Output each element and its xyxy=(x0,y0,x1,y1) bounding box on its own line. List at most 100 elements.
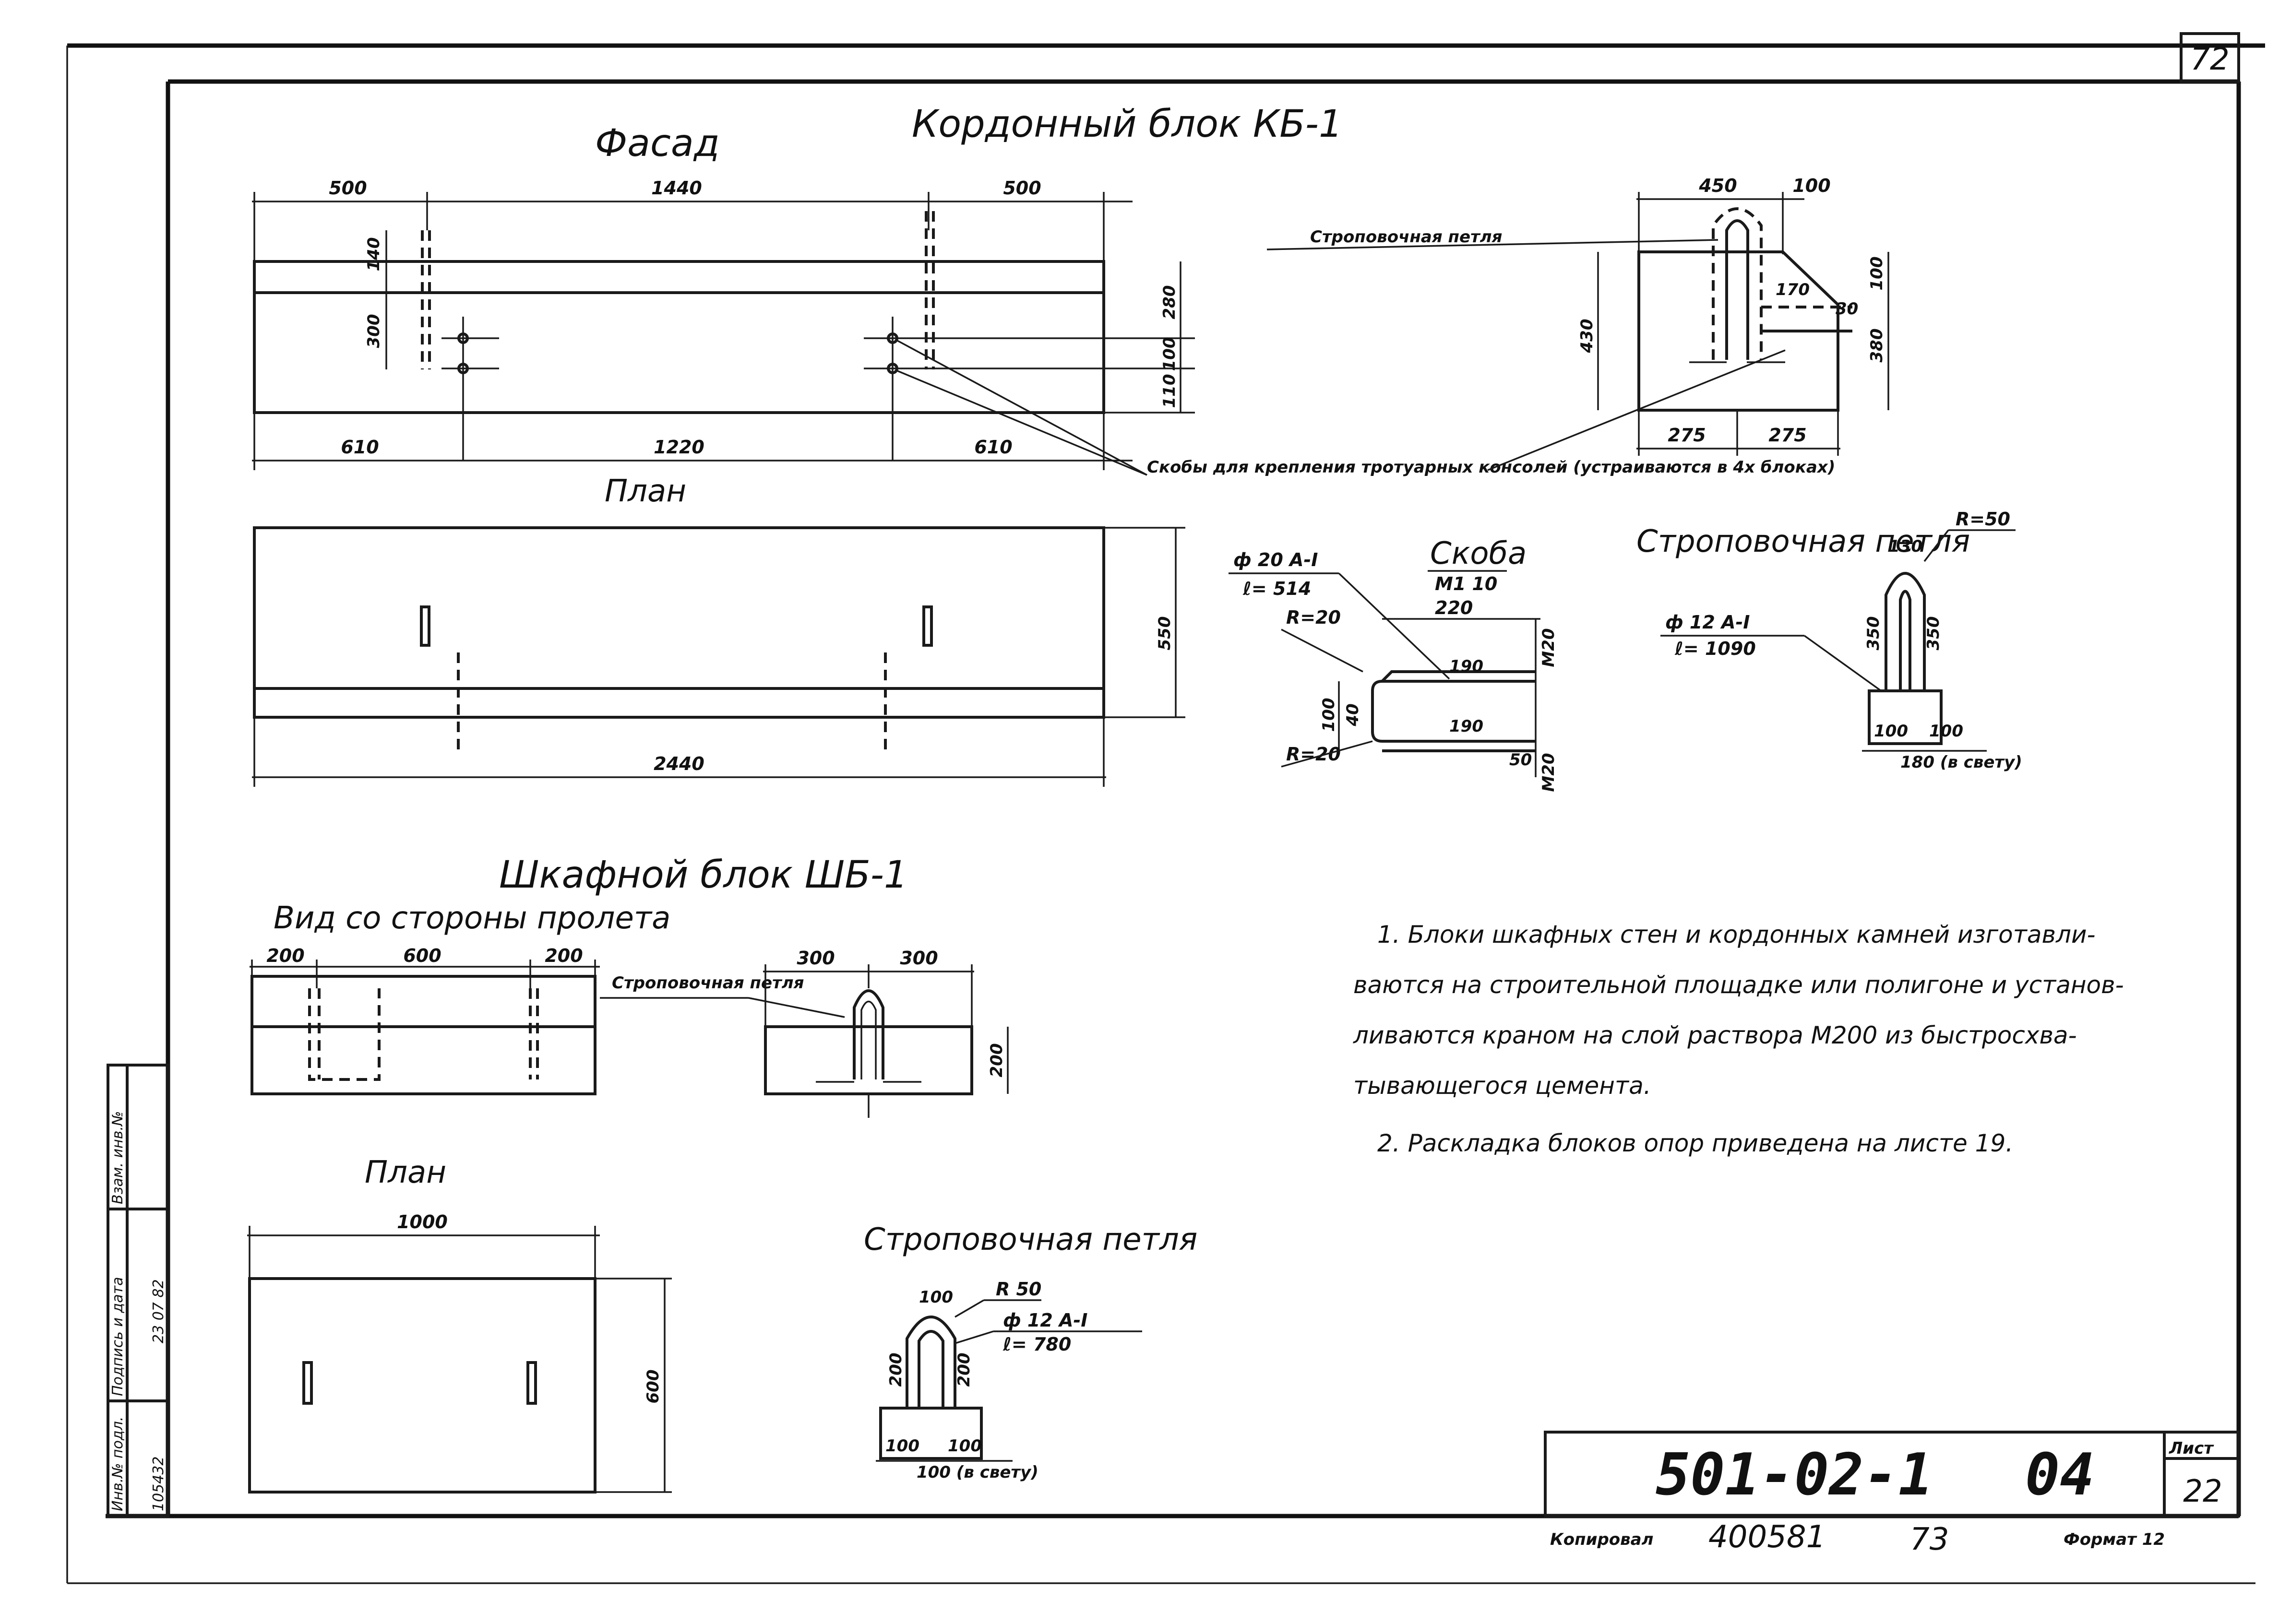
stamp-column: Инв.№ подл. 105432 Подпись и дата 23 07 … xyxy=(107,1064,169,1517)
kb1-bracket-dim-6: 50 xyxy=(1509,750,1532,770)
kb1-loop-heading: Строповочная петля xyxy=(1636,524,1970,559)
kb1-bracket-m20-top: М20 xyxy=(1539,628,1558,667)
kb1-loop-dim-4: 100 xyxy=(1874,722,1908,741)
kb1-bracket-bar: ф 20 А-I xyxy=(1233,549,1318,570)
title-block: 501-02-1 04 Лист 22 Копировал 400581 73 … xyxy=(1544,1431,2240,1557)
stamp-col2-value: 23 07 82 xyxy=(150,1279,167,1343)
corner-number-box: 72 xyxy=(2180,32,2240,83)
kb1-facade-dim-left-2: 300 xyxy=(364,314,383,348)
shb1-loop-detail: Строповочная петля R 50 ф 12 А-I ℓ= 780 … xyxy=(864,1222,1197,1482)
kb1-section-inner-dim-1: 170 xyxy=(1776,280,1810,299)
kb1-loop-length: ℓ= 1090 xyxy=(1674,638,1756,659)
general-notes: 1. Блоки шкафных стен и кордонных камней… xyxy=(1353,921,2124,1157)
kb1-section-dim-bottom-1: 275 xyxy=(1668,425,1706,446)
kb1-facade-dim-right-3: 110 xyxy=(1160,374,1179,408)
kb1-loop-dim-6: 180 (в свету) xyxy=(1900,753,2022,772)
shb1-side-view: 200 600 200 xyxy=(250,945,600,1095)
kb1-facade-dim-left-1: 140 xyxy=(364,237,383,272)
kb1-bracket-note-text: Скобы для крепления тротуарных консолей … xyxy=(1147,458,1835,477)
corner-number: 72 xyxy=(2190,42,2229,77)
shb1-side-dim-1: 200 xyxy=(266,945,304,966)
sheet-number: 22 xyxy=(2183,1474,2222,1509)
note-line-3: ливаются краном на слой раствора М200 из… xyxy=(1353,1021,2077,1049)
kb1-loop-radius: R=50 xyxy=(1956,509,2010,530)
sheet-code: 501-02-1 xyxy=(1656,1442,1933,1508)
stamp-col1-value: 105432 xyxy=(150,1456,167,1511)
copy-extra: 73 xyxy=(1910,1522,1949,1557)
kb1-bracket-r-bottom: R=20 xyxy=(1286,744,1341,765)
kb1-loop-dim-5: 100 xyxy=(1929,722,1963,741)
shb1-plan-depth-dim: 600 xyxy=(644,1370,663,1404)
shb1-loop-bar: ф 12 А-I xyxy=(1003,1310,1087,1331)
sheet-issue: 04 xyxy=(2025,1442,2095,1508)
kb1-facade-dim-top-1: 500 xyxy=(329,178,367,199)
kb1-section-height-dim: 430 xyxy=(1577,319,1597,354)
kb1-section-dim-right-2: 380 xyxy=(1867,329,1886,363)
sheet-frame xyxy=(66,43,2265,1584)
kb1-section-inner-dim-2: 30 xyxy=(1836,299,1858,319)
kb1-bracket-dim-1: 220 xyxy=(1435,597,1473,618)
kb1-facade-dim-top-2: 1440 xyxy=(651,178,702,199)
kb1-bracket-heading: Скоба xyxy=(1430,536,1527,571)
kb1-loop-dim-2: 350 xyxy=(1864,616,1883,651)
kb1-bracket-detail: Скоба М1 10 ф 20 А-I ℓ= 514 R=20 220 190… xyxy=(1229,536,1558,792)
kb1-loop-dim-3: 350 xyxy=(1924,616,1943,651)
kb1-facade-dim-right-2: 100 xyxy=(1160,337,1179,371)
kb1-loop-bar: ф 12 А-I xyxy=(1665,612,1750,633)
kb1-bracket-note-line: Скобы для крепления тротуарных консолей … xyxy=(1147,458,1835,477)
kb1-section-dim-bottom-2: 275 xyxy=(1768,425,1806,446)
kb1-section: Строповочная петля 450 100 430 100 380 1… xyxy=(1266,175,1889,456)
shb1-loop-dim-1: 100 xyxy=(919,1288,953,1307)
shb1-side-heading: Вид со стороны пролета xyxy=(274,901,670,936)
kb1-facade-dim-bottom-2: 1220 xyxy=(654,437,704,458)
shb1-loop-dim-4: 100 xyxy=(885,1436,919,1456)
kb1-bracket-dim-3: 190 xyxy=(1449,717,1483,736)
copied-label: Копировал xyxy=(1550,1530,1654,1549)
note-line-5: 2. Раскладка блоков опор приведена на ли… xyxy=(1377,1129,2013,1157)
stamp-col3: Взам. инв.№ xyxy=(109,1111,126,1204)
kb1-bracket-mark: М1 10 xyxy=(1435,573,1497,594)
kb1-facade: 500 1440 500 140 300 280 100 110 xyxy=(252,178,1195,476)
shb1-loop-label: Строповочная петля xyxy=(612,973,804,993)
shb1-loop-dim-6: 100 (в свету) xyxy=(917,1463,1038,1482)
shb1-side-dim-2: 600 xyxy=(403,945,441,966)
note-line-1: 1. Блоки шкафных стен и кордонных камней… xyxy=(1377,921,2095,948)
kb1-facade-dim-bottom-1: 610 xyxy=(341,437,379,458)
kb1-plan: 550 2440 xyxy=(252,526,1185,787)
kb1-plan-width-dim: 2440 xyxy=(654,753,704,774)
note-line-2: ваются на строительной площадке или поли… xyxy=(1353,971,2124,999)
kb1-facade-dim-right-1: 280 xyxy=(1160,285,1179,320)
kb1-section-dim-top-1: 450 xyxy=(1698,175,1737,196)
kb1-bracket-dim-2: 190 xyxy=(1449,657,1483,676)
shb1-loop-length: ℓ= 780 xyxy=(1002,1334,1071,1355)
kb1-loop-dim-1: 130 xyxy=(1888,537,1922,556)
shb1-plan-heading: План xyxy=(365,1155,446,1190)
kb1-section-loop-label: Строповочная петля xyxy=(1310,227,1503,247)
shb1-plan: 1000 600 xyxy=(247,1211,672,1494)
shb1-side-dim-3: 200 xyxy=(545,945,583,966)
shb1-loop-dim-2: 200 xyxy=(886,1353,906,1387)
kb1-plan-heading: План xyxy=(605,474,686,509)
shb1-loop-dim-5: 100 xyxy=(948,1436,982,1456)
shb1-section-dim-1: 300 xyxy=(797,948,835,969)
kb1-facade-heading: Фасад xyxy=(595,122,720,165)
shb1-plan-width-dim: 1000 xyxy=(397,1211,448,1233)
format-label: Формат 12 xyxy=(2064,1530,2165,1549)
kb1-bracket-dim-5: 100 xyxy=(1319,698,1338,732)
stamp-col1: Инв.№ подл. xyxy=(109,1417,126,1511)
shb1-section-dim-2: 300 xyxy=(900,948,938,969)
kb1-bracket-r-top: R=20 xyxy=(1286,607,1341,628)
sheet-label: Лист xyxy=(2169,1439,2214,1458)
kb1-bracket-note: Скобы для крепления тротуарных консолей … xyxy=(1147,349,1835,477)
copy-number: 400581 xyxy=(1708,1519,1826,1555)
kb1-bracket-length: ℓ= 514 xyxy=(1242,578,1311,599)
kb1-loop-detail: Строповочная петля R=50 ф 12 А-I ℓ= 1090… xyxy=(1636,509,2022,772)
kb1-section-dim-right-1: 100 xyxy=(1867,257,1886,291)
shb1-section-height-dim: 200 xyxy=(987,1043,1006,1078)
kb1-facade-dim-bottom-3: 610 xyxy=(974,437,1012,458)
shb1-section: Строповочная петля 300 300 200 xyxy=(600,948,1009,1118)
shb1-loop-dim-3: 200 xyxy=(955,1353,974,1387)
kb1-section-dim-top-2: 100 xyxy=(1792,175,1830,196)
kb1-title: Кордонный блок КБ-1 xyxy=(912,103,1343,146)
